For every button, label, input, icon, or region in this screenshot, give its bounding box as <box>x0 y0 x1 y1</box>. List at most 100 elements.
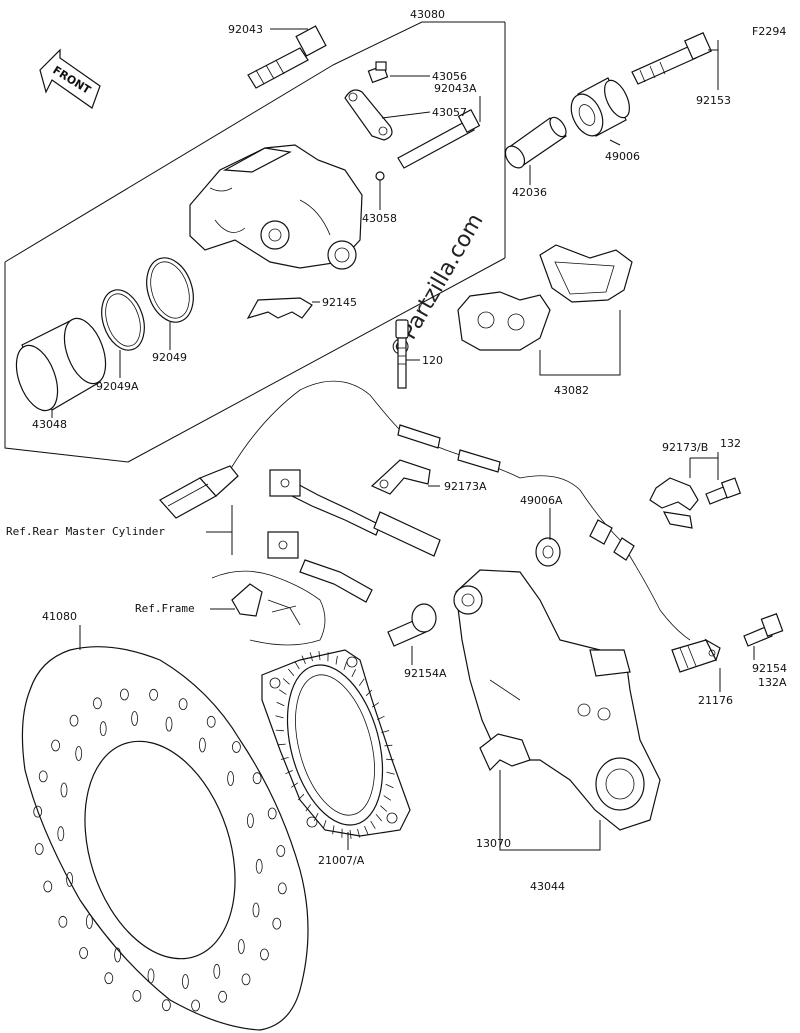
disc-hole <box>104 972 114 985</box>
tone-ring-slot <box>380 805 388 812</box>
leader-lines <box>51 28 755 851</box>
tone-ring-slot <box>332 825 335 835</box>
brake-pad-part <box>457 244 633 351</box>
label-92173B: 92173/B <box>662 441 708 454</box>
sensor-connector-part <box>159 465 239 519</box>
tone-ring-slot <box>364 825 369 835</box>
tone-ring-slot <box>280 757 289 760</box>
disc-hole <box>272 917 282 930</box>
disc-hole <box>99 721 107 737</box>
abs-tone-ring-part <box>261 649 411 839</box>
boot-ring-part <box>375 171 385 181</box>
tone-ring-slot <box>277 743 286 746</box>
disc-hole <box>277 882 287 895</box>
brake-hose-part <box>229 380 691 641</box>
diagram-code: F2294 <box>752 25 786 38</box>
part-labels: 92043 43080 43056 92043A 43057 43058 921… <box>32 8 787 893</box>
bracket-spring-part <box>479 733 531 772</box>
collar-part <box>570 77 630 137</box>
tone-ring-slot <box>383 795 392 801</box>
label-92043A: 92043A <box>434 82 477 95</box>
label-92173A: 92173A <box>444 480 487 493</box>
caliper-group-outline <box>4 21 506 463</box>
disc-hole <box>58 915 68 928</box>
disc-hole <box>276 845 286 857</box>
caliper-slide-pin-part <box>397 108 481 169</box>
disc-hole <box>86 914 93 929</box>
abs-sensor-part <box>671 638 721 673</box>
disc-hole <box>161 999 171 1012</box>
disc-hole <box>206 715 216 728</box>
disc-hole <box>131 711 139 726</box>
tone-ring-slot <box>357 828 361 838</box>
label-43082: 43082 <box>554 384 589 397</box>
tone-ring-slot <box>343 661 348 670</box>
disc-hole <box>246 813 254 828</box>
disc-hole <box>252 772 262 785</box>
tone-ring-slot <box>305 804 312 812</box>
tone-ring-slot <box>294 661 300 670</box>
tone-ring-slot <box>377 715 385 720</box>
disc-hole <box>198 737 206 753</box>
label-49006: 49006 <box>605 150 640 163</box>
disc-hole <box>147 968 155 984</box>
disc-hole <box>213 963 221 979</box>
brake-disc-part <box>21 646 309 1031</box>
label-92154: 92154 <box>752 662 787 675</box>
disc-hole <box>252 902 260 918</box>
disc-hole <box>66 872 73 887</box>
tone-ring-slot <box>276 701 285 707</box>
disc-hole <box>51 739 60 752</box>
disc-hole <box>259 948 269 961</box>
label-43058: 43058 <box>362 212 397 225</box>
disc-hole <box>57 826 65 842</box>
tone-ring-slot <box>285 770 293 775</box>
label-41080: 41080 <box>42 610 77 623</box>
disc-bolt-part <box>387 603 437 647</box>
caliper-piston-part <box>15 317 107 412</box>
label-92043: 92043 <box>228 23 263 36</box>
tone-ring-slot <box>297 793 305 801</box>
disc-hole <box>255 858 263 874</box>
label-92153: 92153 <box>696 94 731 107</box>
caliper-bracket-part <box>453 569 661 831</box>
label-21007A: 21007/A <box>318 854 365 867</box>
disc-hole <box>149 688 159 701</box>
disc-hole <box>93 697 102 710</box>
tone-ring-slot <box>322 820 327 829</box>
label-42036: 42036 <box>512 186 547 199</box>
tone-ring-slot <box>301 655 306 665</box>
tone-ring-slot <box>386 758 395 761</box>
label-43056: 43056 <box>432 70 467 83</box>
tone-ring-slot <box>349 829 352 839</box>
ref-rear-master-cylinder-label: Ref.Rear Master Cylinder <box>6 525 165 538</box>
sensor-bolt-part <box>743 613 784 647</box>
disc-hole <box>227 771 235 786</box>
label-92145: 92145 <box>322 296 357 309</box>
frame-reference-sketch <box>211 570 326 646</box>
disc-hole <box>75 746 83 761</box>
label-92049A: 92049A <box>96 380 139 393</box>
disc-hole <box>218 990 228 1003</box>
disc-hole <box>43 880 53 893</box>
disc-hole <box>181 974 189 989</box>
label-43080: 43080 <box>410 8 445 21</box>
tone-ring-slot <box>287 668 295 677</box>
tone-ring-slot <box>358 678 365 686</box>
disc-hole <box>231 741 241 753</box>
disc-hole <box>34 843 44 855</box>
disc-hole <box>165 716 173 732</box>
sleeve-part <box>504 116 567 169</box>
label-132: 132 <box>720 437 741 450</box>
label-120: 120 <box>422 354 443 367</box>
disc-hole <box>178 698 188 710</box>
tone-ring-slot <box>371 702 380 708</box>
hose-clamp-part <box>370 459 431 495</box>
tone-ring-slot <box>290 782 299 788</box>
disc-hole <box>69 714 79 727</box>
label-43048: 43048 <box>32 418 67 431</box>
tone-ring-slot <box>381 730 390 733</box>
disc-hole <box>114 947 121 963</box>
label-13070: 13070 <box>476 837 511 850</box>
